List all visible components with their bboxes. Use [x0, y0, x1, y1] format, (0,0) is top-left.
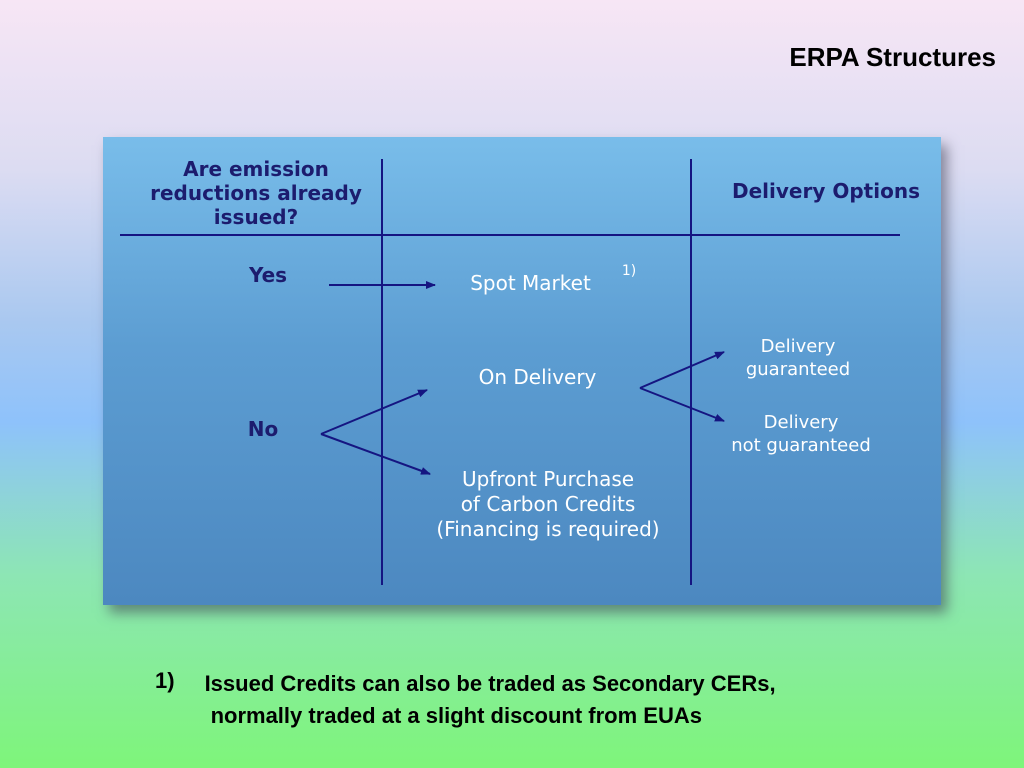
upfront-line-3: (Financing is required): [436, 517, 660, 541]
footnote-text: Issued Credits can also be traded as Sec…: [205, 668, 776, 732]
on-delivery-label: On Delivery: [478, 365, 597, 389]
delivery-not-guaranteed-label: Delivery not guaranteed: [715, 412, 887, 457]
upfront-purchase-label: Upfront Purchase of Carbon Credits (Fina…: [408, 467, 688, 542]
spot-market-footnote-marker: 1): [621, 263, 637, 279]
diagram-lines: [120, 159, 900, 585]
slide-title: ERPA Structures: [789, 42, 996, 72]
no-to-on-delivery-arrow: [320, 389, 428, 435]
delivery-guaranteed-label: Delivery guaranteed: [723, 336, 873, 381]
guaranteed-line-1: Delivery: [760, 336, 836, 357]
upfront-line-2: of Carbon Credits: [460, 492, 636, 516]
upfront-line-1: Upfront Purchase: [461, 467, 635, 491]
footnote-line-2: normally traded at a slight discount fro…: [210, 703, 702, 728]
erpa-diagram-panel: Are emission reductions already issued? …: [103, 137, 941, 605]
header-question: Are emission reductions already issued?: [150, 157, 362, 229]
no-label: No: [247, 417, 279, 441]
on-delivery-to-not-guaranteed-arrow: [639, 387, 725, 422]
no-to-upfront-arrow: [320, 433, 431, 475]
guaranteed-line-2: guaranteed: [745, 358, 851, 380]
footnote-marker: 1): [155, 668, 175, 693]
footnote: 1) Issued Credits can also be traded as …: [155, 668, 776, 732]
on-delivery-to-guaranteed-arrow: [639, 351, 725, 389]
not-guaranteed-line-2: not guaranteed: [731, 434, 871, 456]
footnote-line-1: Issued Credits can also be traded as Sec…: [204, 671, 776, 696]
yes-label: Yes: [248, 263, 288, 287]
spot-market-label: Spot Market: [470, 271, 591, 295]
header-delivery-options: Delivery Options: [732, 179, 920, 203]
not-guaranteed-line-1: Delivery: [763, 412, 839, 433]
